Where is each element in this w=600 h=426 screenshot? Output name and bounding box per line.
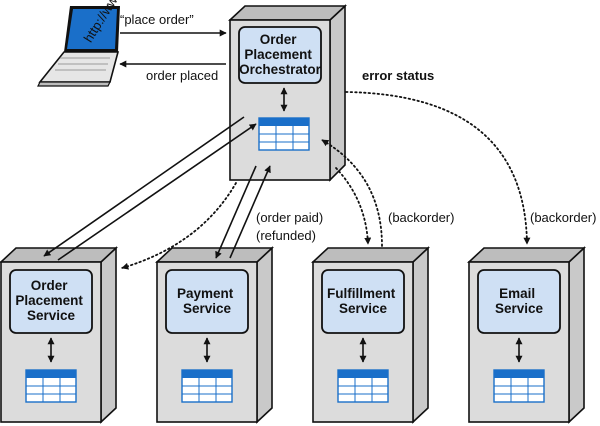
payment-database-icon <box>181 369 233 403</box>
svg-text:Order Placement Se: Order Placement Service <box>15 278 86 323</box>
orchestrator-to-payment-arrow <box>215 165 257 259</box>
svg-text:Email Service: Email Service <box>495 286 544 316</box>
error-status-label: error status <box>362 68 434 83</box>
backorder-email-label: (backorder) <box>530 210 596 225</box>
fulfillment-label-line-1: Fulfillment <box>327 286 396 301</box>
orchestrator-label-line-2: Placement <box>244 47 312 62</box>
order-placed-label: order placed <box>146 68 218 83</box>
orchestrator-node: Order Placement Orchestrator <box>227 4 348 182</box>
svg-text:Payment Service: Payment Service <box>177 286 237 316</box>
payment-service-node: Payment Service <box>154 246 275 424</box>
fulfillment-label-line-2: Service <box>339 301 388 316</box>
orchestrator-to-fulfillment-dotted-arrow <box>335 167 372 245</box>
backorder-fulfillment-label: (backorder) <box>388 210 454 225</box>
fulfillment-service-node: Fulfillment Service <box>310 246 431 424</box>
orchestrator-to-order-placement-arrow <box>43 116 245 257</box>
order-placement-error-dotted-arrow <box>121 182 237 270</box>
order-placement-label-line-1: Order <box>31 278 69 293</box>
orchestrator-label-line-3: Orchestrator <box>239 62 322 77</box>
payment-label-line-1: Payment <box>177 286 234 301</box>
order-placement-database-icon <box>25 369 77 403</box>
email-service-node: Email Service <box>466 246 587 424</box>
email-label-line-1: Email <box>499 286 535 301</box>
order-placement-service-node: Order Placement Service <box>0 246 119 424</box>
refunded-label: (refunded) <box>256 228 316 243</box>
orchestrator-database-icon <box>258 117 310 151</box>
place-order-label: “place order” <box>120 12 194 27</box>
fulfillment-database-icon <box>337 369 389 403</box>
order-placement-label-line-2: Placement <box>15 293 83 308</box>
payment-to-orchestrator-arrow <box>229 165 271 259</box>
order-placement-label-line-3: Service <box>27 308 76 323</box>
order-paid-label: (order paid) <box>256 210 323 225</box>
svg-text:Order Placement Or: Order Placement Orchestrator <box>239 32 322 77</box>
orchestrator-label-line-1: Order <box>260 32 298 47</box>
email-database-icon <box>493 369 545 403</box>
order-placement-to-orchestrator-arrow <box>57 123 257 261</box>
fulfillment-to-orchestrator-dotted-arrow <box>321 139 383 247</box>
svg-text:Fulfillment Service: Fulfillment Service <box>327 286 399 316</box>
laptop-icon: http://www <box>37 0 126 87</box>
payment-label-line-2: Service <box>183 301 232 316</box>
email-label-line-2: Service <box>495 301 544 316</box>
